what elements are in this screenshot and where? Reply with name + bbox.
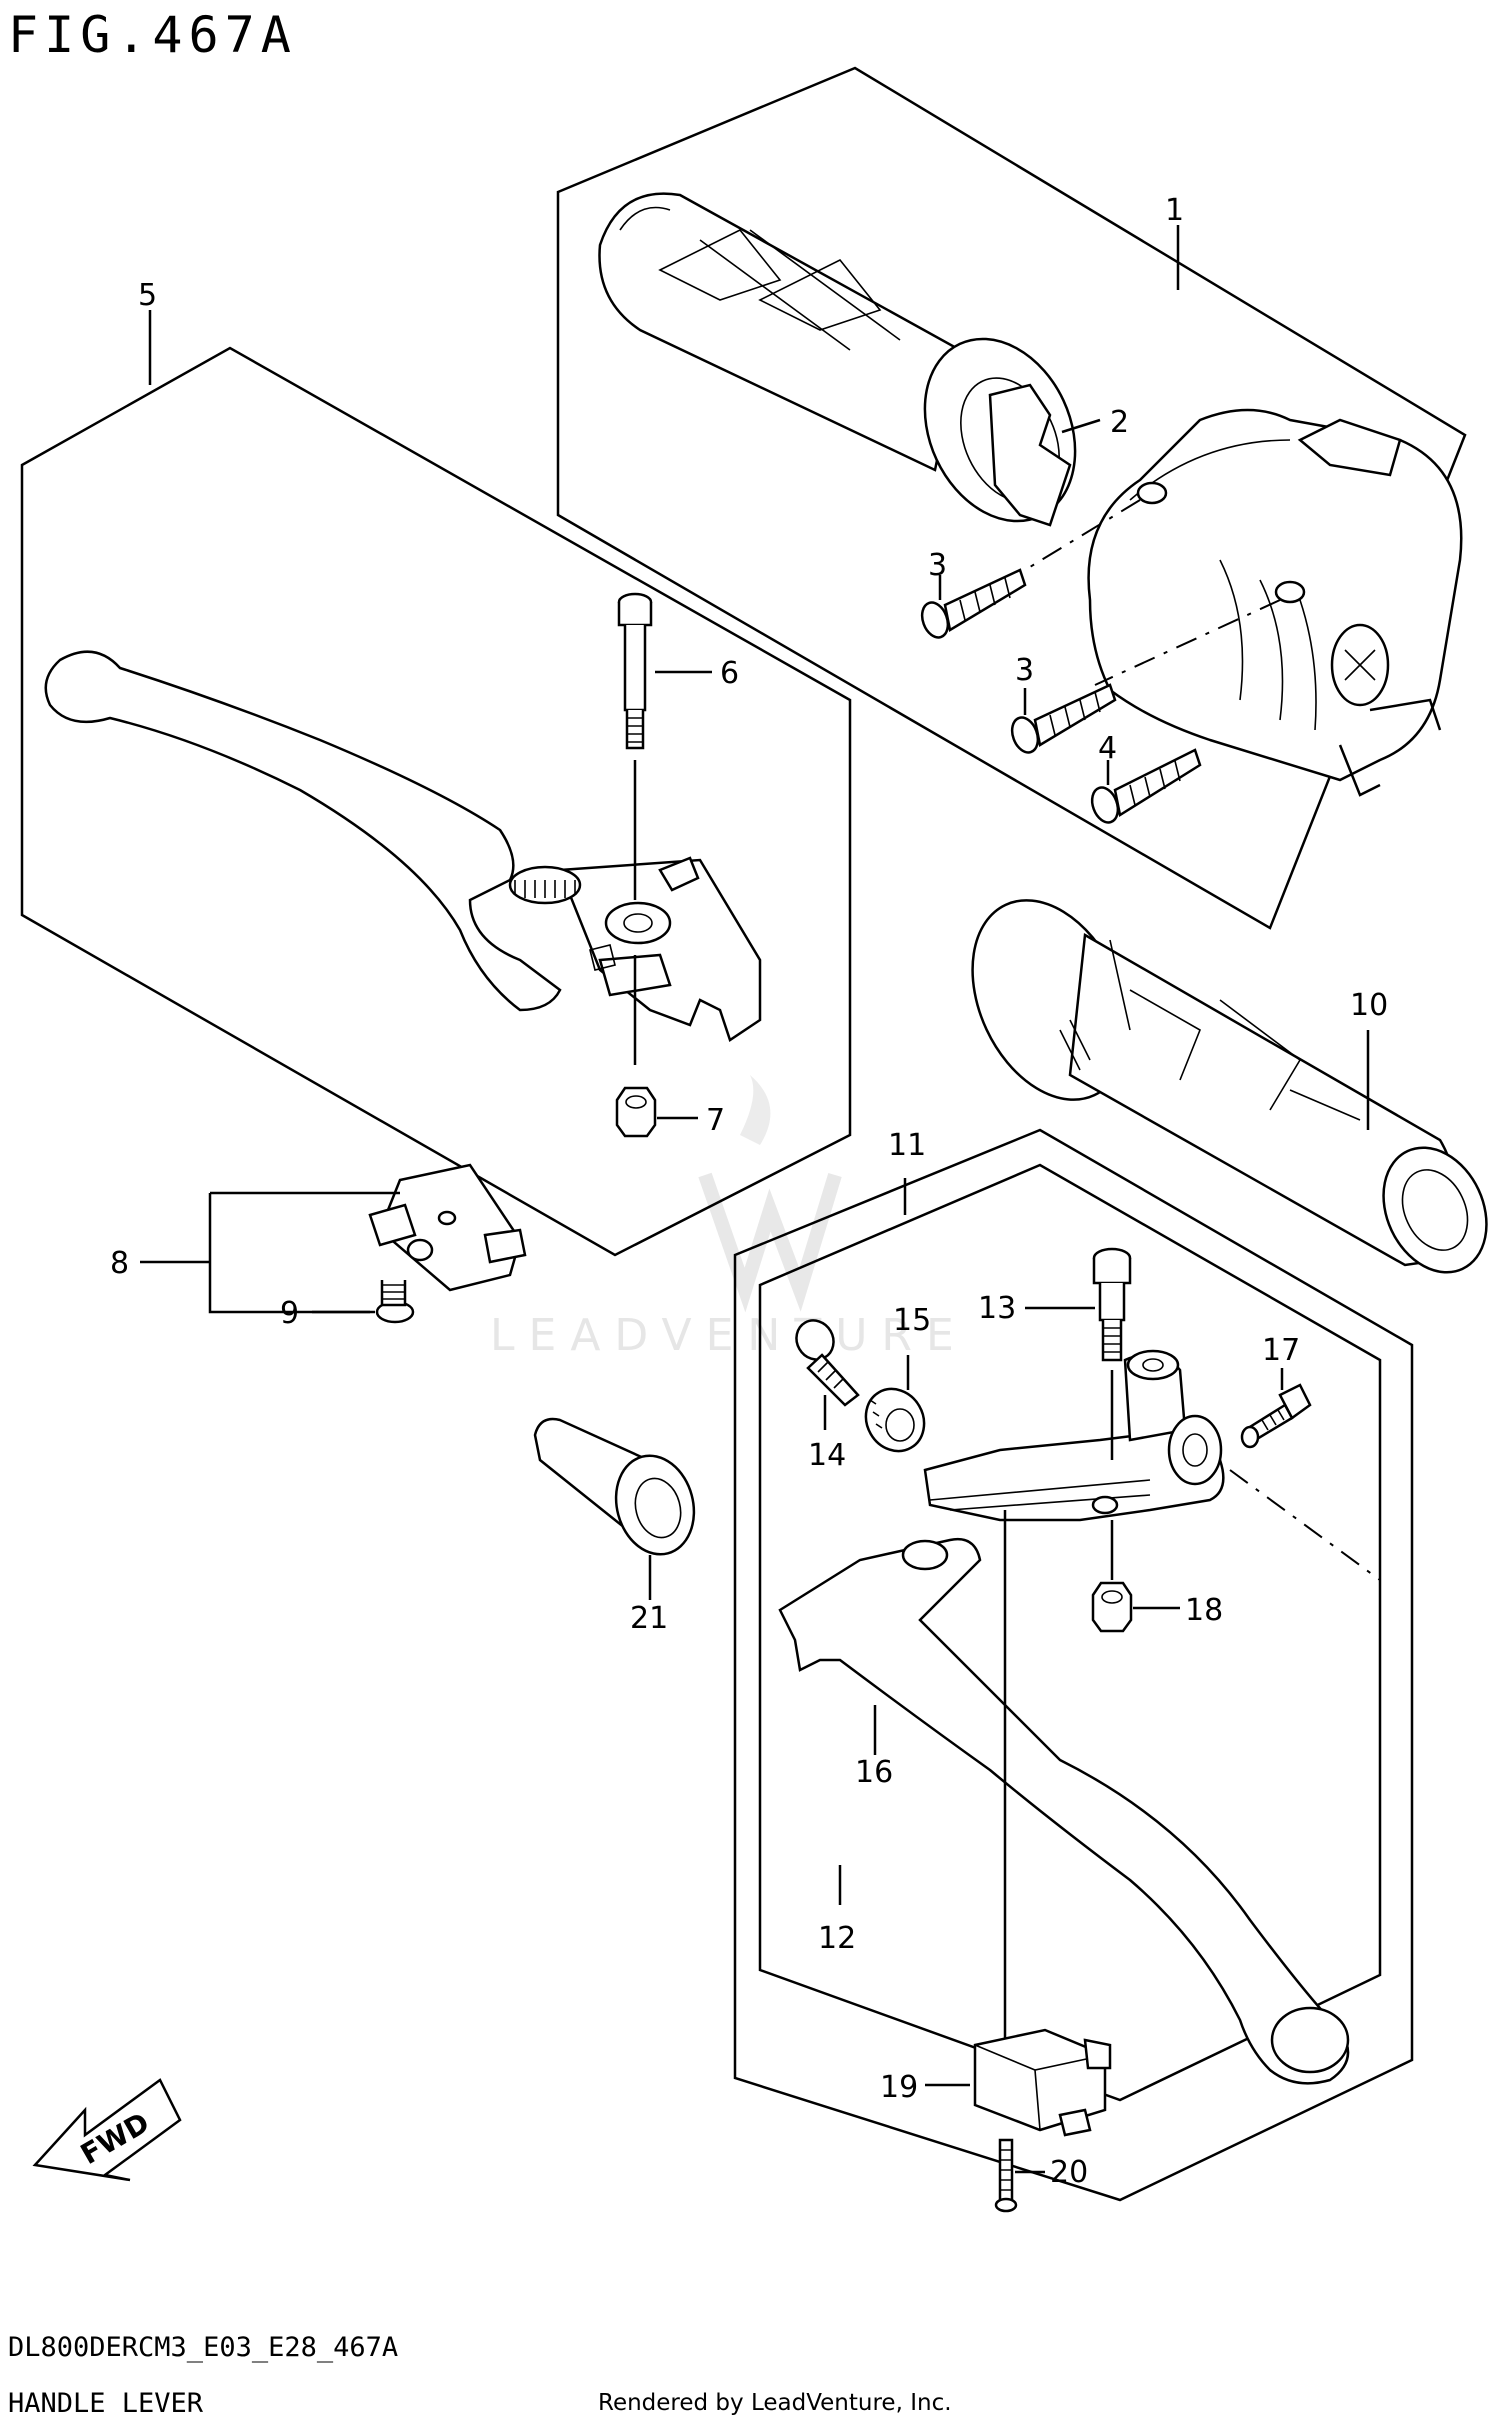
left-grip [971,899,1488,1274]
screw-9 [375,1280,415,1324]
callout-17: 17 [1262,1333,1300,1368]
adjuster-14 [795,1319,860,1407]
callout-8: 8 [110,1246,129,1281]
footer-name: HANDLE LEVER [8,2388,204,2419]
nut-7 [615,1086,657,1138]
callout-18: 18 [1185,1593,1223,1628]
watermark: LEADVENTURE [490,1075,968,1361]
group-5-box [20,346,852,1257]
callout-5: 5 [138,278,157,313]
clutch-holder [923,1349,1225,1522]
bracket-8-9 [208,1191,400,1314]
screw-4 [1090,748,1202,824]
callout-3b: 3 [1015,653,1034,688]
screw-3b [1010,683,1117,754]
nut-18 [1091,1581,1133,1633]
callout-16: 16 [855,1755,893,1790]
callout-2: 2 [1110,405,1129,440]
callout-6: 6 [720,656,739,691]
watermark-text: LEADVENTURE [490,1310,968,1361]
callout-3a: 3 [928,548,947,583]
callout-7: 7 [706,1103,725,1138]
callout-4: 4 [1098,731,1117,766]
clutch-lever [778,1537,1350,2085]
figure-title: FIG.467A [8,6,297,64]
callouts: 1 2 3 3 4 5 6 7 8 9 10 11 12 13 14 15 16… [110,193,1388,2190]
screw-20 [994,2138,1018,2213]
callout-1: 1 [1165,193,1184,228]
callout-12: 12 [818,1921,856,1956]
brake-switch-8 [368,1163,527,1292]
callout-15: 15 [893,1303,931,1338]
callout-20: 20 [1050,2155,1088,2190]
brake-lever [44,650,762,1042]
group-12-box [758,1163,1382,2102]
throttle-housing [1087,408,1463,797]
callout-21: 21 [630,1601,668,1636]
callout-13: 13 [978,1291,1016,1326]
bolt-17 [1240,1383,1312,1449]
bolt-13 [1092,1247,1132,1362]
screw-3a [920,568,1027,639]
callout-10: 10 [1350,988,1388,1023]
callout-11: 11 [888,1128,926,1163]
spring-15 [864,1387,926,1453]
callout-19: 19 [880,2070,918,2105]
rendered-by: Rendered by LeadVenture, Inc. [598,2390,952,2416]
callout-14: 14 [808,1438,846,1473]
clutch-switch-19 [973,2028,1112,2137]
group-11-box [733,1128,1414,2202]
fwd-arrow: FWD [32,2078,182,2182]
bolt-6 [617,592,653,750]
footer-code: DL800DERCM3_E03_E28_467A [8,2332,398,2363]
callout-9: 9 [280,1296,299,1331]
throttle-grip [598,192,1077,527]
boot-21 [533,1417,696,1556]
leader-lines [140,225,1370,2174]
